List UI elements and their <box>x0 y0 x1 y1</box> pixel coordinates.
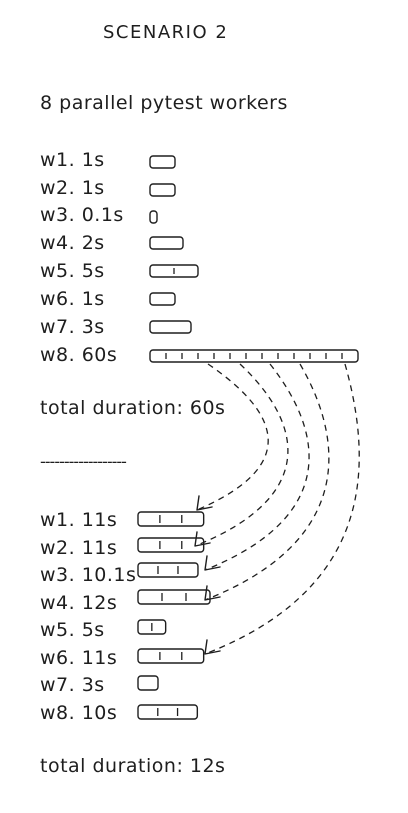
before-worker-label: w6. 1s <box>40 288 105 310</box>
before-bar <box>149 320 192 334</box>
after-worker-label: w7. 3s <box>40 674 105 696</box>
after-bar <box>137 562 199 578</box>
before-worker-label: w8. 60s <box>40 344 118 366</box>
after-bar <box>137 648 205 664</box>
redistribution-arrow <box>194 363 289 547</box>
scenario-title: SCENARIO 2 <box>103 22 229 43</box>
before-worker-label: w4. 2s <box>40 232 105 254</box>
after-bar <box>137 511 205 527</box>
after-worker-label: w5. 5s <box>40 619 105 641</box>
before-bar <box>149 183 176 197</box>
redistribution-arrow <box>204 363 360 655</box>
after-bar <box>137 619 167 635</box>
before-bar <box>149 264 199 278</box>
before-worker-label: w5. 5s <box>40 260 105 282</box>
before-worker-label: w3. 0.1s <box>40 204 124 226</box>
before-worker-label: w2. 1s <box>40 177 105 199</box>
after-worker-label: w6. 11s <box>40 647 118 669</box>
after-worker-label: w4. 12s <box>40 592 118 614</box>
before-bar <box>149 210 158 224</box>
after-worker-label: w1. 11s <box>40 509 118 531</box>
before-bar <box>149 236 184 250</box>
subtitle: 8 parallel pytest workers <box>40 92 288 114</box>
after-worker-label: w3. 10.1s <box>40 564 137 586</box>
after-bar <box>137 589 211 605</box>
after-bar <box>137 675 159 691</box>
before-worker-label: w1. 1s <box>40 149 105 171</box>
arrow-head <box>204 585 221 601</box>
redistribution-arrow <box>204 363 330 601</box>
after-worker-label: w2. 11s <box>40 537 118 559</box>
arrow-head <box>194 531 211 547</box>
arrow-head <box>204 639 221 655</box>
arrow-head <box>204 555 221 571</box>
before-bar <box>149 155 176 169</box>
after-bar <box>137 537 205 553</box>
before-bar <box>149 349 359 363</box>
before-worker-label: w7. 3s <box>40 316 105 338</box>
redistribution-arrow <box>204 363 310 571</box>
before-bar <box>149 292 176 306</box>
separator-line: ------------------ <box>40 452 127 471</box>
redistribution-arrow <box>196 363 269 511</box>
arrow-head <box>196 495 213 511</box>
before-total-duration: total duration: 60s <box>40 397 226 419</box>
after-bar <box>137 704 199 720</box>
after-total-duration: total duration: 12s <box>40 755 226 777</box>
after-worker-label: w8. 10s <box>40 702 118 724</box>
